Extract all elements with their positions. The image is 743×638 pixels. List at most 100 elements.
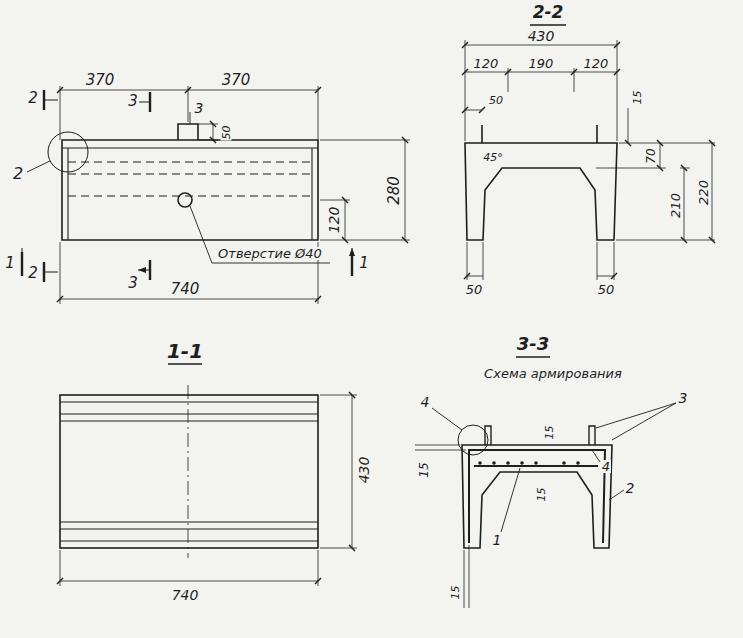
title-underline bbox=[530, 24, 566, 25]
dimension-value: 740 bbox=[171, 588, 200, 602]
rebar bbox=[474, 465, 598, 467]
callout-number: 2 bbox=[625, 481, 636, 495]
dimension-value: 120 bbox=[327, 206, 341, 235]
rebar bbox=[469, 450, 605, 543]
dimension-line bbox=[60, 581, 318, 582]
extension-line bbox=[415, 445, 466, 450]
extension-line bbox=[320, 140, 410, 240]
extension-line bbox=[320, 395, 357, 548]
section-arrow bbox=[44, 100, 150, 272]
dimension-value: 70 bbox=[645, 147, 657, 164]
dimension-line bbox=[60, 299, 318, 300]
section-title: 1-1 bbox=[166, 341, 204, 361]
dimension-value: 50 bbox=[221, 124, 232, 140]
dimension-line bbox=[467, 276, 614, 277]
lifting-loop bbox=[482, 125, 597, 143]
dimension-line bbox=[352, 395, 353, 548]
extension-line bbox=[596, 143, 715, 240]
leader-line bbox=[190, 206, 330, 263]
section-mark-label: 1 bbox=[4, 256, 16, 271]
hidden-line bbox=[68, 162, 312, 196]
extension-line bbox=[467, 242, 614, 280]
dimension-value: 370 bbox=[85, 73, 116, 88]
section-subtitle: Схема армирования bbox=[483, 367, 623, 380]
lifting-loop bbox=[178, 124, 198, 140]
callout-number: 1 bbox=[492, 533, 503, 547]
callout-number: 2 bbox=[12, 166, 24, 182]
title-underline bbox=[516, 356, 550, 357]
dimension-value: 740 bbox=[170, 282, 201, 297]
section-title: 2-2 bbox=[532, 4, 565, 21]
dimension-value: 50 bbox=[488, 95, 504, 106]
detail-circle bbox=[48, 132, 88, 172]
leader-line bbox=[592, 450, 600, 462]
center-line bbox=[188, 385, 189, 558]
slab-line bbox=[62, 148, 318, 240]
dimension-value: 50 bbox=[465, 283, 484, 296]
angle-value: 45° bbox=[482, 152, 504, 163]
dimension-line bbox=[465, 45, 617, 46]
callout-number: 4 bbox=[420, 395, 431, 409]
rebar-dot bbox=[520, 461, 524, 465]
dimension-value: 220 bbox=[696, 179, 709, 206]
title-underline bbox=[168, 363, 202, 364]
section-mark-label: 2 bbox=[27, 266, 39, 281]
section-outline bbox=[462, 445, 612, 548]
rebar-dot bbox=[534, 461, 538, 465]
extension-line bbox=[60, 550, 318, 586]
extension-line bbox=[60, 86, 318, 140]
dimension-line bbox=[628, 108, 629, 143]
dimension-line bbox=[684, 168, 685, 240]
dimension-value: 15 bbox=[536, 486, 547, 502]
extension-line bbox=[680, 168, 690, 169]
extension-line bbox=[198, 124, 218, 140]
rebar-dot bbox=[492, 461, 496, 465]
lifting-loop bbox=[485, 426, 595, 445]
dimension-value: 190 bbox=[528, 57, 555, 70]
dimension-line bbox=[465, 72, 617, 73]
leader-line bbox=[432, 408, 462, 430]
dimension-value: 15 bbox=[418, 461, 430, 478]
dimension-line bbox=[213, 124, 214, 140]
dimension-value: 120 bbox=[583, 57, 610, 70]
leader-line bbox=[27, 161, 50, 172]
dimension-value: 370 bbox=[221, 73, 252, 88]
dimension-line bbox=[60, 90, 318, 91]
dimension-line bbox=[405, 140, 406, 240]
section-title: 3-3 bbox=[516, 335, 551, 353]
dimension-line bbox=[712, 143, 713, 240]
leader-line bbox=[596, 403, 676, 440]
section-mark-label: 3 bbox=[127, 94, 139, 109]
leader-line bbox=[609, 490, 624, 500]
section-outline bbox=[465, 143, 617, 240]
note-text: Отверстие Ø40 bbox=[217, 247, 323, 260]
plan-outline bbox=[60, 395, 318, 548]
leader-line bbox=[190, 112, 191, 124]
dimension-value: 280 bbox=[386, 175, 401, 206]
section-mark-label: 3 bbox=[127, 276, 139, 291]
slab-line bbox=[60, 402, 318, 541]
rebar-dot bbox=[506, 461, 510, 465]
rebar-dot bbox=[576, 461, 580, 465]
dimension-value: 15 bbox=[544, 424, 555, 440]
callout-number: 4 bbox=[601, 460, 611, 473]
dimension-value: 50 bbox=[597, 283, 616, 296]
callout-number: 3 bbox=[678, 391, 689, 405]
rebar-dot bbox=[478, 461, 482, 465]
dimension-line bbox=[345, 200, 346, 240]
leader-line bbox=[501, 468, 520, 532]
dimension-value: 210 bbox=[668, 192, 681, 219]
detail-circle bbox=[458, 425, 488, 455]
dimension-value: 430 bbox=[357, 456, 371, 485]
dimension-line bbox=[465, 110, 482, 111]
dimension-line bbox=[660, 143, 661, 168]
front-outline bbox=[62, 140, 318, 240]
dimension-value: 15 bbox=[632, 89, 643, 105]
hole bbox=[178, 193, 192, 207]
extension-line bbox=[464, 545, 469, 608]
section-mark-label: 1 bbox=[358, 256, 370, 271]
callout-number: 3 bbox=[194, 101, 205, 115]
section-mark-label: 2 bbox=[27, 91, 39, 106]
dimension-value: 430 bbox=[527, 29, 556, 43]
